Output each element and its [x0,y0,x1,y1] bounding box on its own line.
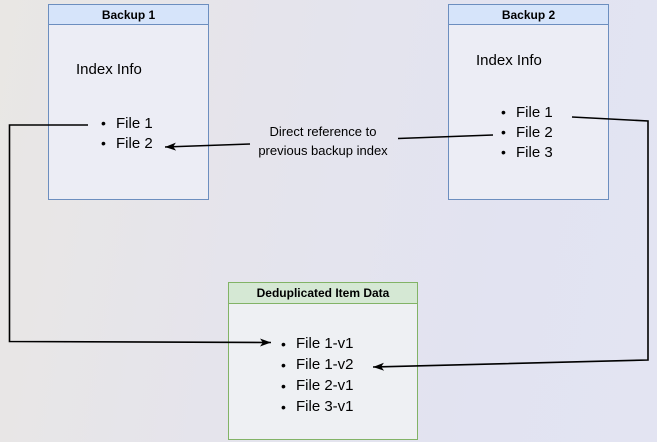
list-item: • File 3-v1 [281,396,354,417]
list-item-label: File 1 [516,103,553,121]
list-item: • File 1 [101,113,153,133]
list-item: • File 1-v1 [281,333,354,354]
list-item: • File 2-v1 [281,375,354,396]
bullet-icon: • [281,356,286,373]
backup2-box: Backup 2 Index Info • File 1 • File 2 • … [448,4,609,200]
list-item: • File 3 [501,142,553,162]
list-item-label: File 1-v1 [296,335,354,352]
backup2-title: Backup 2 [449,5,608,25]
list-item-label: File 2 [516,123,553,141]
list-item-label: File 1-v2 [296,356,354,373]
list-item-label: File 3-v1 [296,398,354,415]
backup1-file-list: • File 1 • File 2 [101,113,153,153]
bullet-icon: • [281,377,286,394]
list-item: • File 2 [501,122,553,142]
bullet-icon: • [101,135,106,151]
edge-label-line2: previous backup index [258,143,388,158]
deduplicated-item-data-box: Deduplicated Item Data • File 1-v1 • Fil… [228,282,418,440]
list-item: • File 1-v2 [281,354,354,375]
bullet-icon: • [501,124,506,140]
dedup-file-list: • File 1-v1 • File 1-v2 • File 2-v1 • Fi… [281,333,354,417]
bullet-icon: • [101,115,106,131]
backup1-title: Backup 1 [49,5,208,25]
backup2-index-info-label: Index Info [476,52,542,69]
bullet-icon: • [281,398,286,415]
backup1-box: Backup 1 Index Info • File 1 • File 2 [48,4,209,200]
list-item-label: File 2 [116,134,153,152]
bullet-icon: • [281,335,286,352]
backup1-index-info-label: Index Info [76,61,142,78]
dedup-title: Deduplicated Item Data [229,283,417,304]
edge-label-direct-reference: Direct reference to previous backup inde… [238,122,408,160]
backup2-file-list: • File 1 • File 2 • File 3 [501,102,553,162]
list-item-label: File 1 [116,114,153,132]
list-item-label: File 2-v1 [296,377,354,394]
list-item: • File 2 [101,133,153,153]
list-item-label: File 3 [516,143,553,161]
bullet-icon: • [501,144,506,160]
list-item: • File 1 [501,102,553,122]
bullet-icon: • [501,104,506,120]
edge-label-line1: Direct reference to [269,124,377,139]
